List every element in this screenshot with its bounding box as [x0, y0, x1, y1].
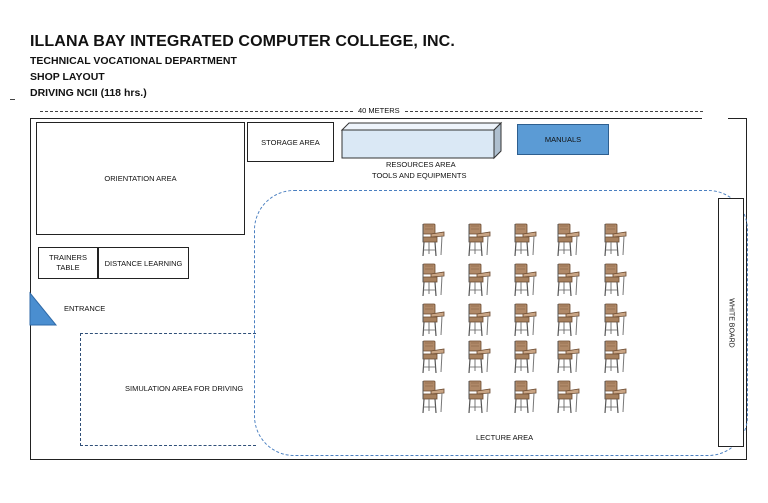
student-armchair-icon — [553, 339, 581, 375]
student-armchair-icon — [464, 262, 492, 298]
layout-label: SHOP LAYOUT — [30, 71, 105, 83]
storage-area-label: STORAGE AREA — [261, 137, 320, 147]
trainers-table: TRAINERS TABLE — [38, 247, 98, 279]
resources-area-label: RESOURCES AREA — [386, 160, 456, 169]
student-armchair-icon — [418, 262, 446, 298]
orientation-area-label: ORIENTATION AREA — [104, 174, 177, 183]
student-armchair-icon — [553, 302, 581, 338]
student-armchair-icon — [600, 339, 628, 375]
simulation-area — [80, 333, 256, 446]
student-armchair-icon — [464, 339, 492, 375]
student-armchair-icon — [418, 222, 446, 258]
distance-learning-area: DISTANCE LEARNING — [98, 247, 189, 279]
white-board: WHITE BOARD — [718, 198, 744, 447]
department-label: TECHNICAL VOCATIONAL DEPARTMENT — [30, 55, 237, 67]
orientation-area: ORIENTATION AREA — [36, 122, 245, 235]
entrance-label: ENTRANCE — [64, 304, 106, 313]
student-armchair-icon — [600, 379, 628, 415]
trainers-table-label-1: TRAINERS — [49, 253, 87, 262]
lecture-area-label: LECTURE AREA — [476, 433, 534, 442]
course-label: DRIVING NCII (118 hrs.) — [30, 87, 147, 99]
student-armchair-icon — [464, 379, 492, 415]
student-armchair-icon — [464, 222, 492, 258]
student-armchair-icon — [553, 379, 581, 415]
student-armchair-icon — [600, 302, 628, 338]
manuals-area: MANUALS — [517, 124, 609, 155]
student-armchair-icon — [464, 302, 492, 338]
lecture-area — [254, 190, 748, 456]
distance-learning-label: DISTANCE LEARNING — [104, 258, 183, 268]
storage-area: STORAGE AREA — [247, 122, 334, 162]
student-armchair-icon — [510, 302, 538, 338]
college-title: ILLANA BAY INTEGRATED COMPUTER COLLEGE, … — [30, 33, 455, 50]
student-armchair-icon — [510, 262, 538, 298]
entrance-door-icon — [29, 291, 58, 326]
simulation-area-label: SIMULATION AREA FOR DRIVING — [125, 384, 244, 393]
student-armchair-icon — [510, 379, 538, 415]
resources-box-icon — [340, 121, 503, 160]
margin-tick — [10, 99, 15, 100]
student-armchair-icon — [600, 222, 628, 258]
student-armchair-icon — [553, 262, 581, 298]
trainers-table-label-2: TABLE — [56, 263, 80, 272]
tools-equipments-label: TOOLS AND EQUIPMENTS — [372, 171, 467, 180]
student-armchair-icon — [418, 379, 446, 415]
outline-gap — [702, 113, 728, 121]
student-armchair-icon — [418, 339, 446, 375]
student-armchair-icon — [418, 302, 446, 338]
floor-outline — [30, 118, 747, 460]
manuals-label: MANUALS — [544, 135, 582, 144]
student-armchair-icon — [600, 262, 628, 298]
student-armchair-icon — [510, 339, 538, 375]
student-armchair-icon — [553, 222, 581, 258]
student-armchair-icon — [510, 222, 538, 258]
white-board-label: WHITE BOARD — [727, 297, 735, 348]
dimension-label: 40 METERS — [355, 106, 403, 115]
